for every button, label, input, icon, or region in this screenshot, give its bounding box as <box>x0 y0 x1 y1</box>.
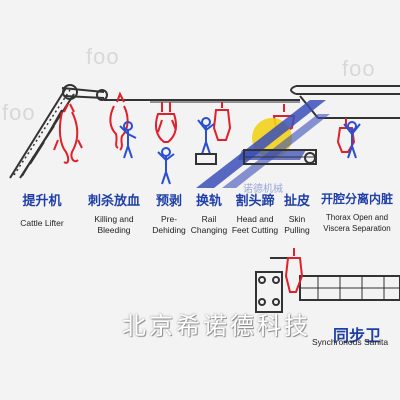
step-label-cn: 提升机 <box>22 194 62 209</box>
worker-2 <box>157 147 175 185</box>
worker-1 <box>119 121 137 159</box>
step-rail-changing: 换轨 Rail Changing <box>184 190 234 236</box>
carcass-2 <box>109 91 129 151</box>
worker-3 <box>195 117 217 165</box>
overhead-rail <box>104 85 400 119</box>
process-steps: 提升机 Cattle Lifter 刺杀放血 Killing and Bleed… <box>0 190 400 250</box>
step-label-cn: 刺杀放血 <box>87 194 140 209</box>
step-thorax-viscera: 开腔分离内脏 Thorax Open and Viscera Separatio… <box>314 190 400 234</box>
step-label-en: Thorax Open and Viscera Separation <box>323 213 391 233</box>
step-label-cn: 换轨 <box>195 194 222 209</box>
step-label-cn: 扯皮 <box>283 194 310 209</box>
step-killing-bleeding: 刺杀放血 Killing and Bleeding <box>82 190 146 236</box>
skin-pulling-machine <box>243 149 317 165</box>
sync-label-en: Synchronous Sanita <box>312 337 389 347</box>
carcass-1 <box>53 103 83 164</box>
carcass-3 <box>155 102 177 143</box>
step-label-en: Rail Changing <box>190 214 228 235</box>
sync-label-cn: 同步卫 <box>333 326 382 345</box>
step-pre-dehiding: 预剥 Pre- Dehiding <box>148 190 190 236</box>
step-label-cn: 割头蹄 <box>235 194 275 209</box>
step-label-en: Cattle Lifter <box>20 218 64 228</box>
synchronous-conveyor <box>255 257 400 313</box>
step-skin-pulling: 扯皮 Skin Pulling <box>280 190 314 236</box>
step-head-feet-cutting: 割头蹄 Head and Feet Cutting <box>226 190 284 236</box>
step-label-en: Skin Pulling <box>284 214 310 235</box>
step-label-en: Head and Feet Cutting <box>231 214 279 235</box>
step-label-en: Pre- Dehiding <box>152 214 186 235</box>
carcass-bottom <box>284 248 304 293</box>
step-cattle-lifter: 提升机 Cattle Lifter <box>8 190 76 229</box>
worker-4 <box>343 121 361 159</box>
logo-caption: 诺德机械 <box>243 184 283 195</box>
company-name: 北京希诺德科技 <box>122 312 311 340</box>
step-label-en: Killing and Bleeding <box>94 214 134 235</box>
step-label-cn: 预剥 <box>155 194 182 209</box>
carcass-4 <box>212 102 232 141</box>
step-label-cn: 开腔分离内脏 <box>320 192 393 206</box>
cattle-lifter-conveyor <box>9 84 108 179</box>
